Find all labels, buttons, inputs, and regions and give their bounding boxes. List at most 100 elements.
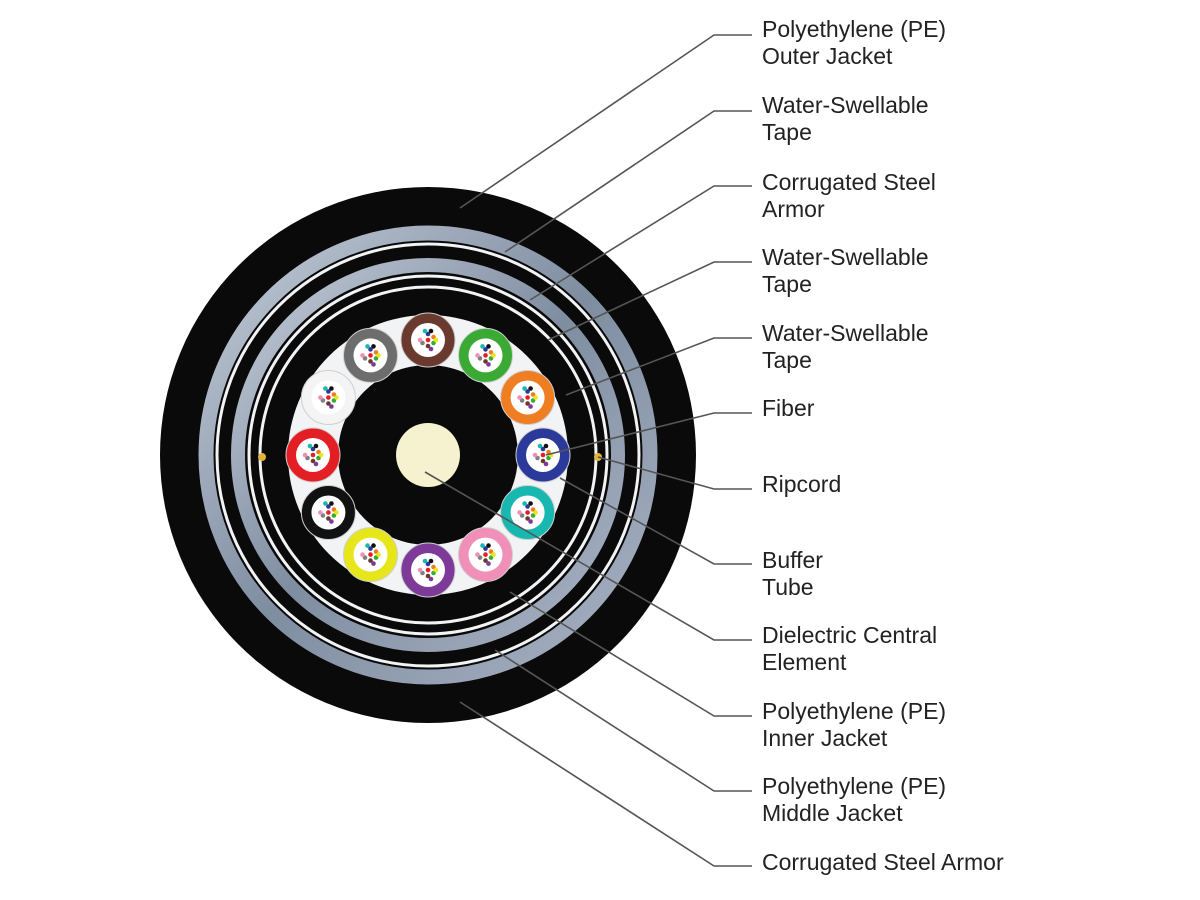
fiber: [480, 344, 485, 349]
fiber: [368, 353, 373, 358]
fiber: [522, 386, 527, 391]
fiber: [313, 461, 319, 467]
leader-line: [559, 477, 752, 565]
fiber: [522, 501, 527, 506]
fiber: [425, 561, 431, 567]
fiber: [313, 443, 319, 449]
buffer-tube: [343, 527, 398, 583]
fiber: [365, 543, 370, 548]
buffer-tube: [458, 327, 513, 383]
fiber: [318, 510, 323, 515]
fiber: [543, 443, 549, 449]
leader-line: [547, 261, 752, 341]
fiber: [486, 543, 491, 548]
fiber: [323, 386, 328, 391]
fiber: [525, 395, 530, 400]
buffer-tube: [285, 427, 341, 483]
outer-armor-band: [198, 225, 658, 685]
fiber: [318, 452, 324, 458]
fiber: [533, 395, 538, 400]
fiber: [525, 504, 530, 509]
buffer-tube: [500, 370, 556, 425]
dielectric-central-element: [396, 423, 460, 487]
fiber: [491, 353, 496, 358]
fiber: [368, 558, 373, 563]
fiber: [428, 328, 434, 334]
leader-line: [459, 701, 752, 867]
fiber: [543, 461, 549, 467]
fiber: [365, 344, 370, 349]
fiber: [486, 344, 491, 349]
fiber: [360, 552, 365, 557]
buffer-tube: [300, 485, 356, 540]
fiber: [376, 552, 381, 557]
fiber: [422, 558, 428, 564]
leader-line: [529, 185, 752, 301]
fiber: [486, 362, 491, 367]
fiber: [540, 458, 546, 464]
fiber: [368, 347, 373, 352]
leader-line: [424, 471, 752, 641]
fiber: [475, 552, 480, 557]
fiber: [310, 458, 316, 464]
fiber: [425, 573, 431, 579]
fiber: [371, 362, 376, 367]
leader-line: [545, 412, 752, 456]
leader-line: [494, 649, 752, 792]
fiber: [376, 353, 381, 358]
fiber: [428, 576, 434, 582]
buffer-tube: [400, 312, 456, 368]
fiber: [326, 516, 331, 521]
fiber: [326, 389, 331, 394]
leader-line: [565, 337, 752, 396]
fiber: [483, 558, 488, 563]
fiber: [307, 443, 313, 449]
fiber: [329, 519, 334, 524]
fiber: [326, 395, 331, 400]
fiber: [528, 519, 533, 524]
fiber: [302, 452, 308, 458]
fiber: [310, 452, 316, 458]
fiber: [483, 546, 488, 551]
fiber: [528, 386, 533, 391]
fiber: [329, 404, 334, 409]
fiber: [525, 510, 530, 515]
fiber: [334, 395, 339, 400]
fiber: [329, 386, 334, 391]
fiber: [422, 328, 428, 334]
label-outer-jacket: Polyethylene (PE)Outer Jacket: [762, 16, 947, 69]
fiber: [537, 443, 543, 449]
fiber: [329, 501, 334, 506]
buffer-tube: [343, 327, 398, 383]
fiber: [486, 561, 491, 566]
fiber: [368, 552, 373, 557]
fiber: [360, 353, 365, 358]
fiber: [528, 501, 533, 506]
buffer-tube: [300, 370, 356, 425]
fiber: [368, 546, 373, 551]
leader-line: [509, 591, 752, 717]
cable-rings: [160, 187, 696, 723]
fiber: [417, 337, 423, 343]
leader-line: [459, 34, 752, 209]
fiber: [326, 510, 331, 515]
fiber: [483, 552, 488, 557]
fiber: [525, 401, 530, 406]
fiber: [425, 337, 431, 343]
fiber: [318, 395, 323, 400]
fiber: [326, 401, 331, 406]
fiber: [433, 567, 439, 573]
fiber: [417, 567, 423, 573]
fiber: [517, 510, 522, 515]
buffer-tube: [400, 542, 456, 598]
label-fiber: Fiber: [762, 395, 815, 421]
fiber: [480, 543, 485, 548]
buffer-tube: [458, 527, 513, 583]
buffer-tube: [515, 427, 571, 483]
